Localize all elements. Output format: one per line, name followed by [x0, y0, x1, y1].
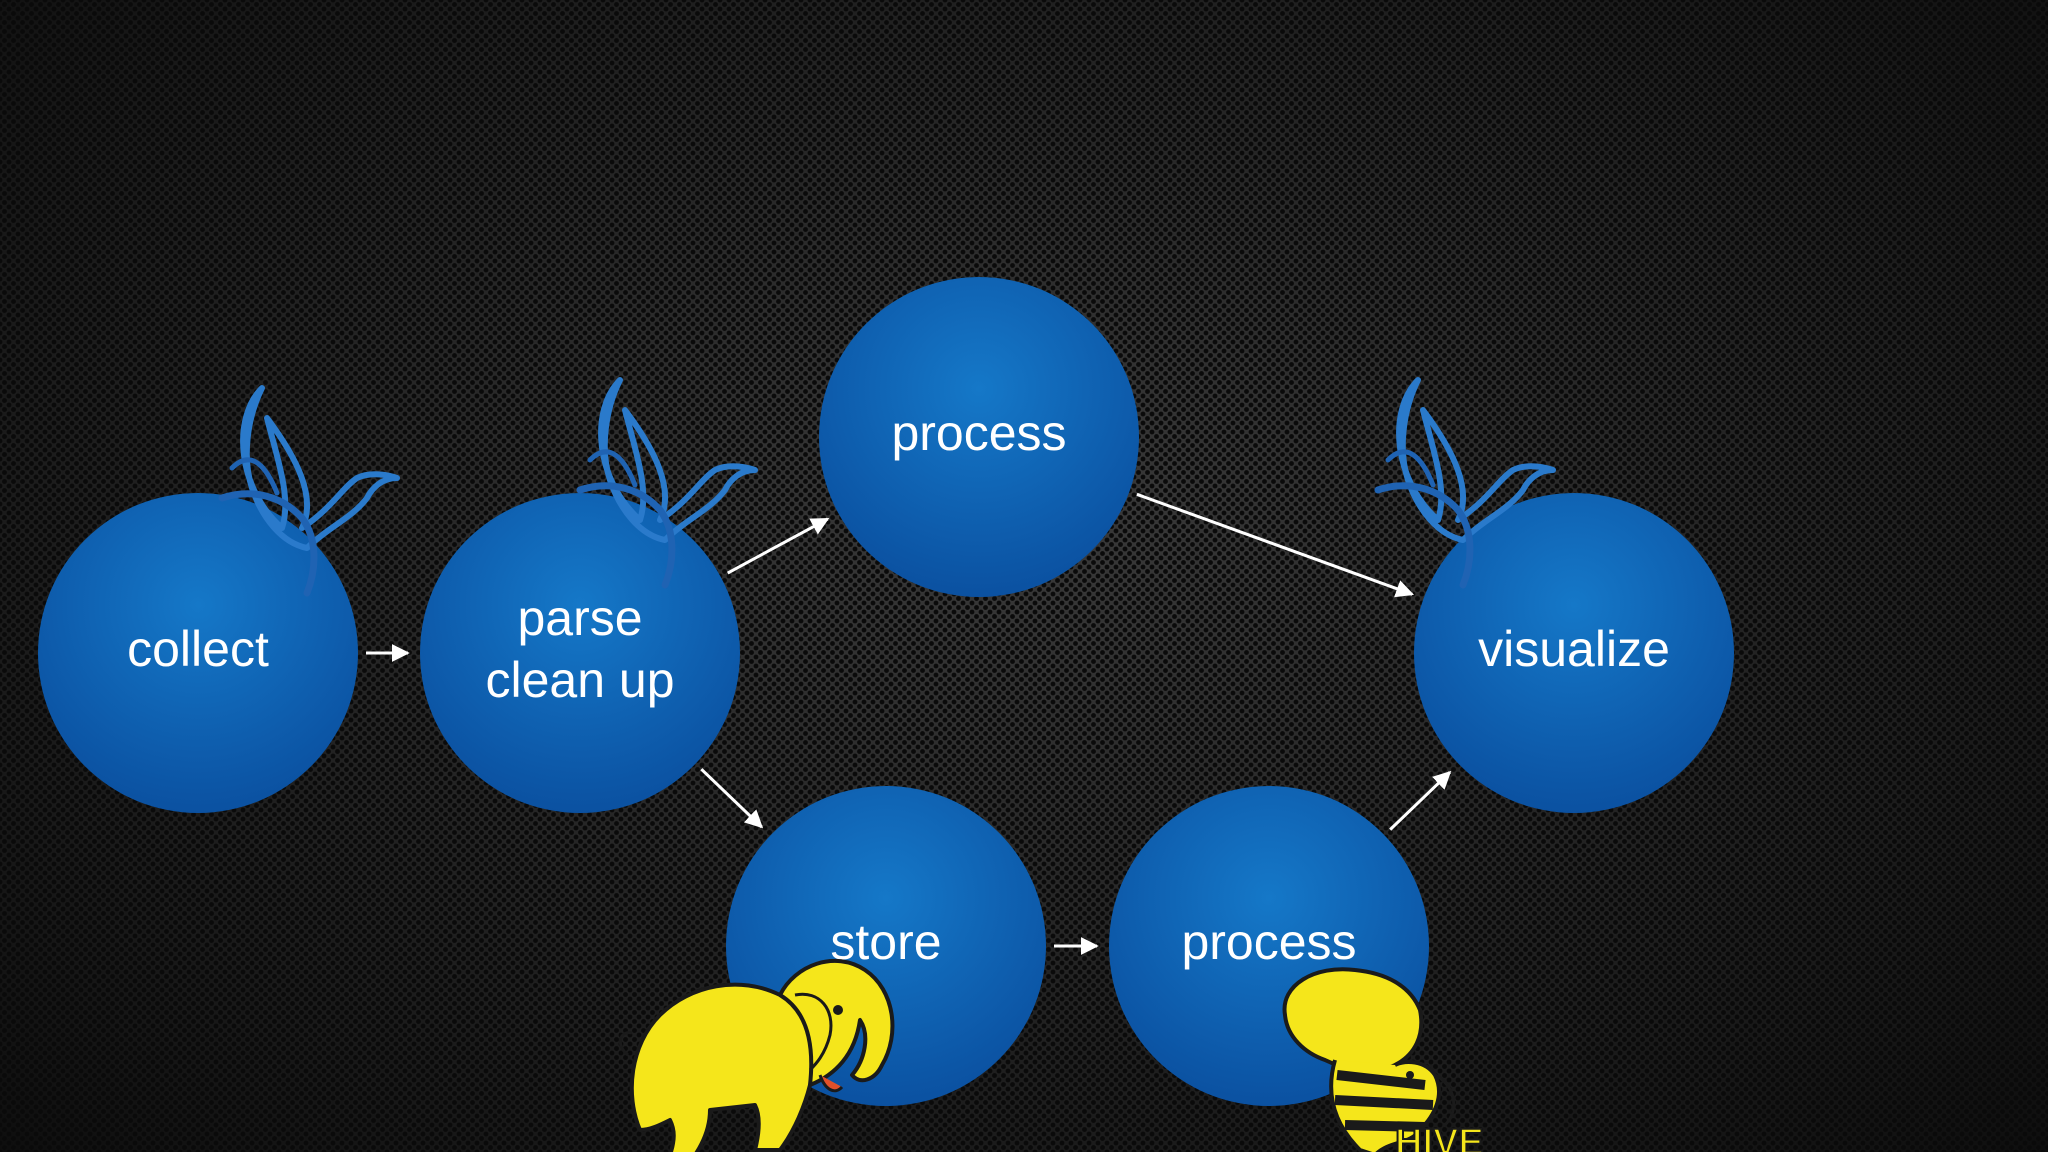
node-circle [819, 277, 1139, 597]
node-label: parse [517, 590, 642, 646]
node-label: clean up [485, 652, 674, 708]
node-circle [420, 493, 740, 813]
hive-logo: HIVE [1282, 967, 1485, 1152]
node-circle [38, 493, 358, 813]
arrow-parse-clean-up-to-store [700, 768, 764, 829]
node-label: collect [127, 621, 269, 677]
node-visualize: visualize [1414, 493, 1734, 813]
node-label: process [891, 405, 1066, 461]
node-collect: collect [38, 493, 358, 813]
hadoop-elephant-logo [618, 959, 895, 1152]
node-circle [1414, 493, 1734, 813]
arrow-process-bottom-to-visualize [1389, 770, 1452, 831]
node-label: visualize [1478, 621, 1670, 677]
hive-logo-text: HIVE [1395, 1122, 1484, 1152]
node-process-top: process [819, 277, 1139, 597]
node-parse-clean-up: parse clean up [420, 493, 740, 813]
edges-layer [366, 492, 1452, 955]
node-label: process [1181, 914, 1356, 970]
arrow-parse-clean-up-to-process-top [727, 517, 830, 575]
arrow-process-top-to-visualize [1136, 492, 1415, 598]
